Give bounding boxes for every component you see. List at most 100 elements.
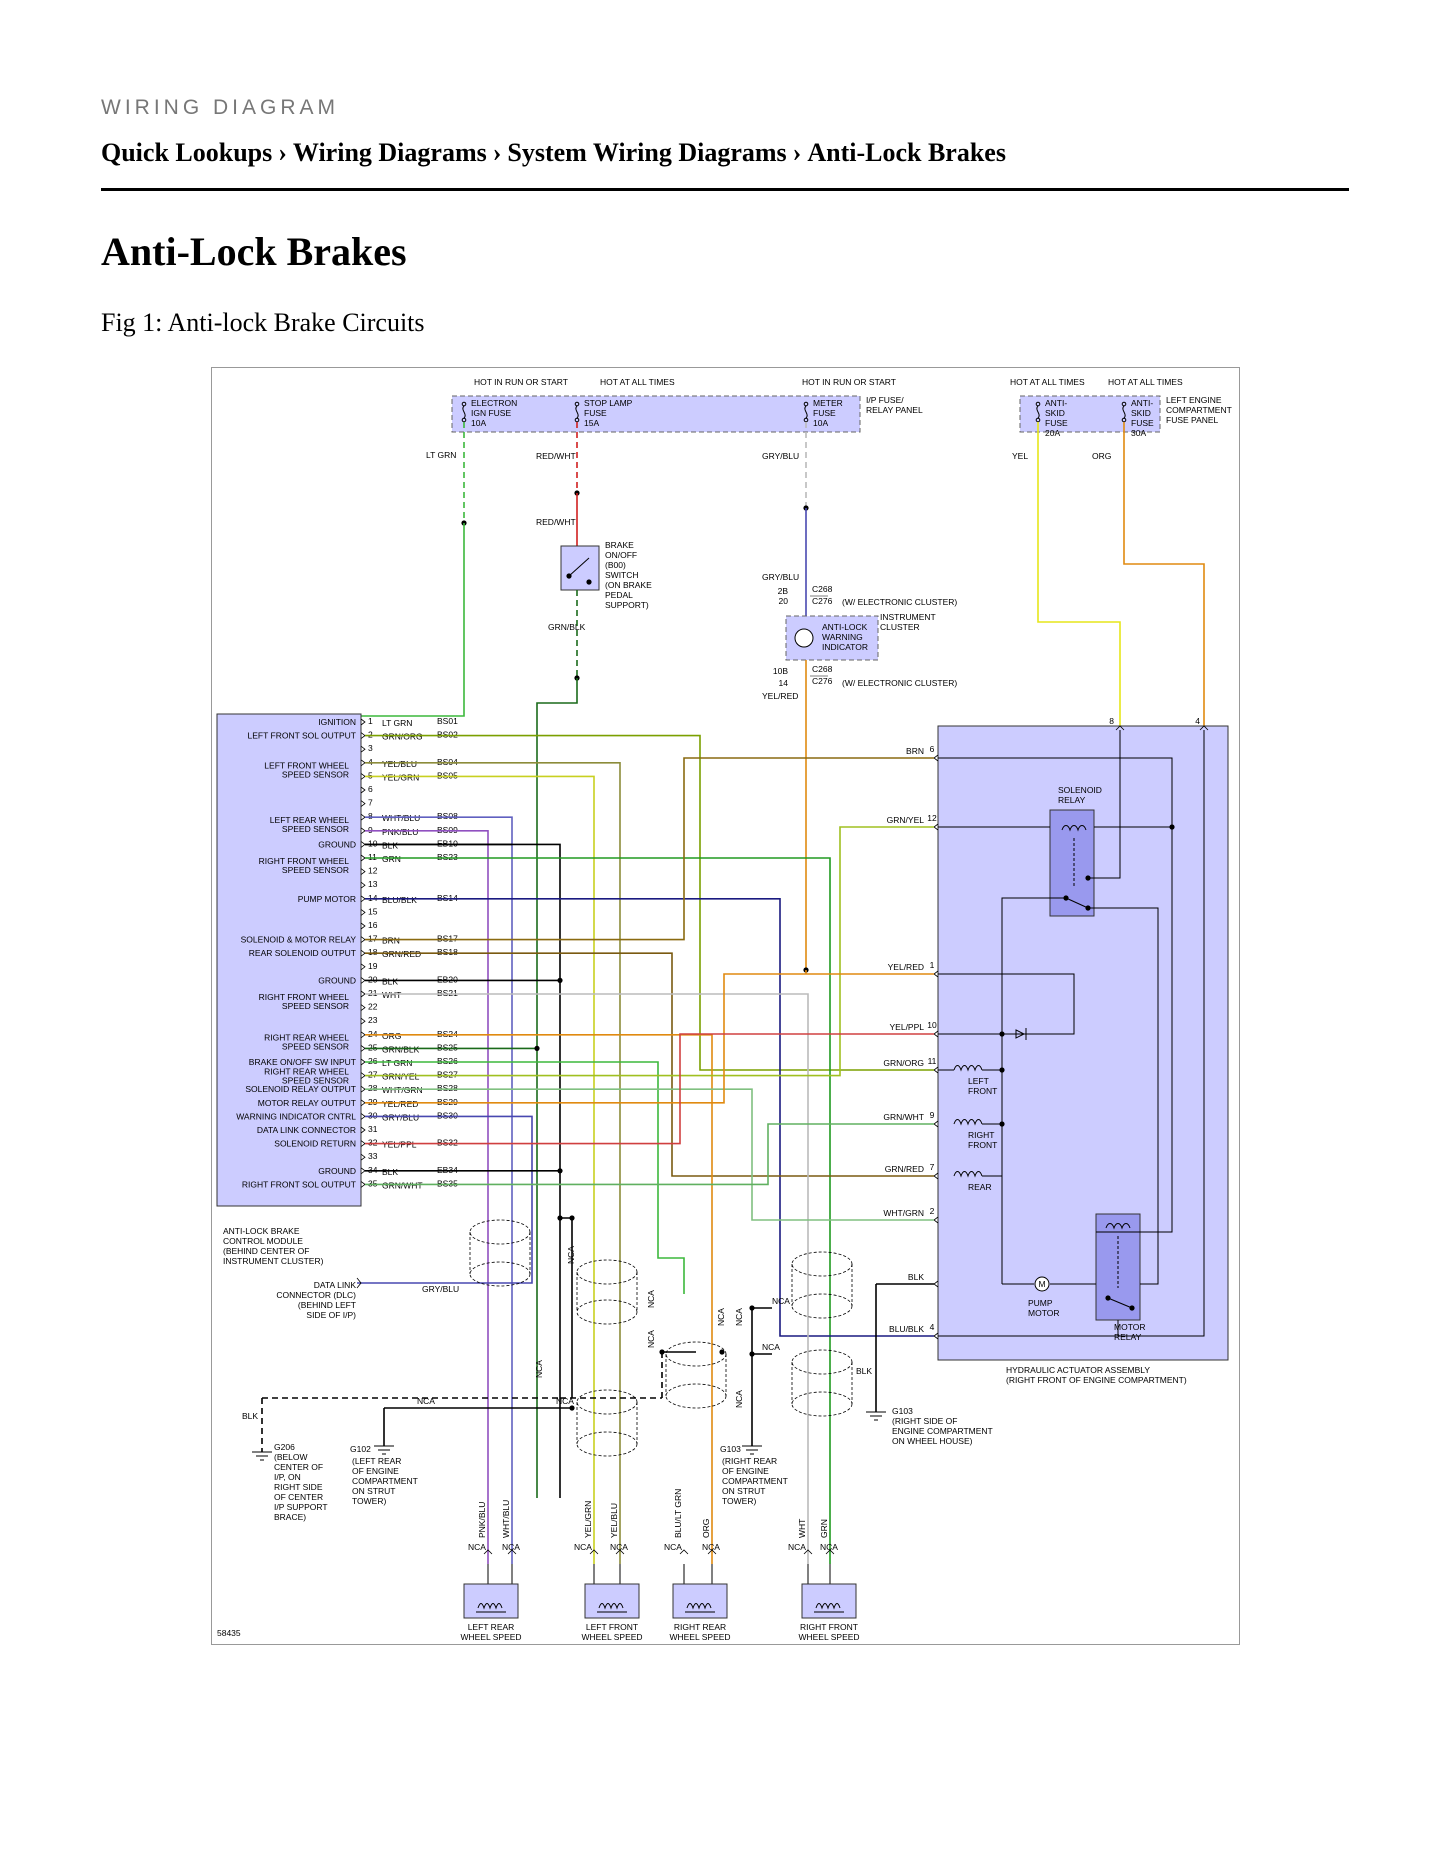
module-pin-connector (360, 868, 366, 875)
ground-location-label: (RIGHT REAR (722, 1456, 777, 1466)
hcu-wire-label: WHT/GRN (883, 1208, 924, 1218)
breadcrumb-quick-lookups[interactable]: Quick Lookups (101, 138, 273, 167)
fuse-label: METER (813, 398, 843, 408)
engine-fuse-panel-label: FUSE PANEL (1166, 415, 1219, 425)
junction-dot (569, 1405, 575, 1411)
wheel-speed-sensor-label: SENSOR (594, 1642, 630, 1644)
nca-label: NCA (417, 1396, 435, 1406)
wire-lt-grn-ignition (357, 523, 465, 717)
hcu-pin-number: 4 (1195, 716, 1200, 726)
module-function-label: RIGHT REAR WHEEL (264, 1067, 349, 1077)
module-pin-number: 14 (368, 893, 378, 903)
module-function-label: SPEED SENSOR (282, 1001, 349, 1011)
wire-label: LT GRN (382, 718, 412, 728)
module-function-label: IGNITION (318, 717, 356, 727)
hcu-pin-number: 4 (930, 1322, 935, 1332)
module-pin-number: 33 (368, 1151, 378, 1161)
hcu-pin-connector (933, 1216, 939, 1224)
circuit-id: EB20 (437, 974, 458, 984)
ground-location-label: (BELOW (274, 1452, 308, 1462)
nca-label: NCA (574, 1542, 592, 1552)
wire-wht-blu (365, 816, 513, 1564)
hcu-top-connector (1199, 725, 1209, 731)
wire-label: GRN/BLK (548, 622, 586, 632)
solenoid-relay-label: RELAY (1058, 795, 1086, 805)
hcu-wire-label: BLU/BLK (889, 1324, 924, 1334)
pump-motor-label: PUMP (1028, 1298, 1053, 1308)
solenoid-coil-icon (953, 1119, 983, 1126)
wire-label: GRN/ORG (382, 732, 423, 742)
hcu-pin-number: 9 (930, 1110, 935, 1120)
sensor-coil-icon (815, 1603, 841, 1610)
module-function-label: GROUND (318, 975, 356, 985)
module-pin-connector (360, 745, 366, 753)
wire-label: WHT/GRN (382, 1085, 423, 1095)
module-pin-connector (360, 841, 366, 848)
hcu-wire-label: GRN/YEL (887, 815, 925, 825)
module-pin-connector (360, 800, 366, 807)
fuse-terminal (1121, 417, 1127, 423)
solenoid-coil-icon (953, 1065, 983, 1072)
module-function-label: WARNING INDICATOR CNTRL (236, 1111, 356, 1121)
switch-pivot (566, 573, 572, 579)
circuit-id: BS25 (437, 1042, 458, 1052)
cable-shield-icon (791, 1264, 853, 1306)
ground-location-label: I/P, ON (274, 1472, 301, 1482)
module-pin-number: 4 (368, 757, 373, 767)
junction-dot (1169, 824, 1175, 830)
cable-shield-icon (469, 1219, 531, 1245)
hcu-label: HYDRAULIC ACTUATOR ASSEMBLY (1006, 1365, 1150, 1375)
module-function-label: REAR SOLENOID OUTPUT (249, 948, 356, 958)
hcu-internal-wire (1088, 907, 1159, 1285)
module-pin-connector (360, 909, 366, 916)
left-front-solenoid-label: LEFT (968, 1076, 989, 1086)
wire-label: YEL/RED (382, 1099, 418, 1109)
brake-switch-label: (ON BRAKE (605, 580, 652, 590)
module-function-label: RIGHT FRONT WHEEL (259, 856, 350, 866)
wire-label: YEL/GRN (583, 1501, 593, 1538)
wire-label: ORG (1092, 451, 1111, 461)
circuit-id: BS17 (437, 934, 458, 944)
ground-location-label: BRACE) (274, 1512, 306, 1522)
nca-label: NCA (702, 1542, 720, 1552)
module-pin-number: 6 (368, 784, 373, 794)
module-pin-connector (360, 786, 366, 794)
breadcrumb-wiring-diagrams[interactable]: Wiring Diagrams (292, 138, 487, 167)
junction-dot (534, 1045, 540, 1051)
wire-grn-yel (365, 826, 934, 1077)
figure-number: 58435 (217, 1628, 241, 1638)
module-pin-number: 9 (368, 825, 373, 835)
fuse-label: IGN FUSE (471, 408, 511, 418)
wire-label: GRY/BLU (422, 1284, 459, 1294)
module-pin-number: 18 (368, 947, 378, 957)
ground-location-label: RIGHT SIDE (274, 1482, 323, 1492)
rear-solenoid-label: REAR (968, 1182, 992, 1192)
section-label: WIRING DIAGRAM (101, 96, 339, 119)
wire-gry-blu-dlc (357, 1115, 533, 1284)
relay-contact (1129, 1305, 1135, 1311)
relay-switch-icon (1107, 1297, 1133, 1309)
module-pin-connector (360, 881, 366, 889)
instrument-cluster-label: CLUSTER (880, 622, 920, 632)
fuse-terminal (461, 417, 467, 423)
wire-yel-fuse (1037, 422, 1121, 728)
module-pin-connector (360, 936, 366, 943)
breadcrumb-anti-lock-brakes[interactable]: Anti-Lock Brakes (807, 138, 1006, 167)
wheel-speed-sensor (584, 1583, 640, 1619)
module-pin-number: 29 (368, 1097, 378, 1107)
module-pin-connector (360, 1153, 366, 1161)
wire-label: GRY/BLU (382, 1112, 419, 1122)
breadcrumb-system-wiring-diagrams[interactable]: System Wiring Diagrams (507, 138, 787, 167)
connector-id: C268 (812, 584, 833, 594)
circuit-id: BS09 (437, 825, 458, 835)
cable-shield-icon (791, 1293, 853, 1319)
fuse-label: ANTI- (1131, 398, 1153, 408)
junction-dot (999, 1067, 1005, 1073)
wire-label: LT GRN (426, 450, 456, 460)
module-pin-connector (360, 895, 366, 903)
module-pin-connector (360, 1099, 366, 1107)
wire-label: BLK (382, 840, 398, 850)
sensor-connector (589, 1549, 599, 1555)
fuse-element-icon (1036, 405, 1040, 419)
